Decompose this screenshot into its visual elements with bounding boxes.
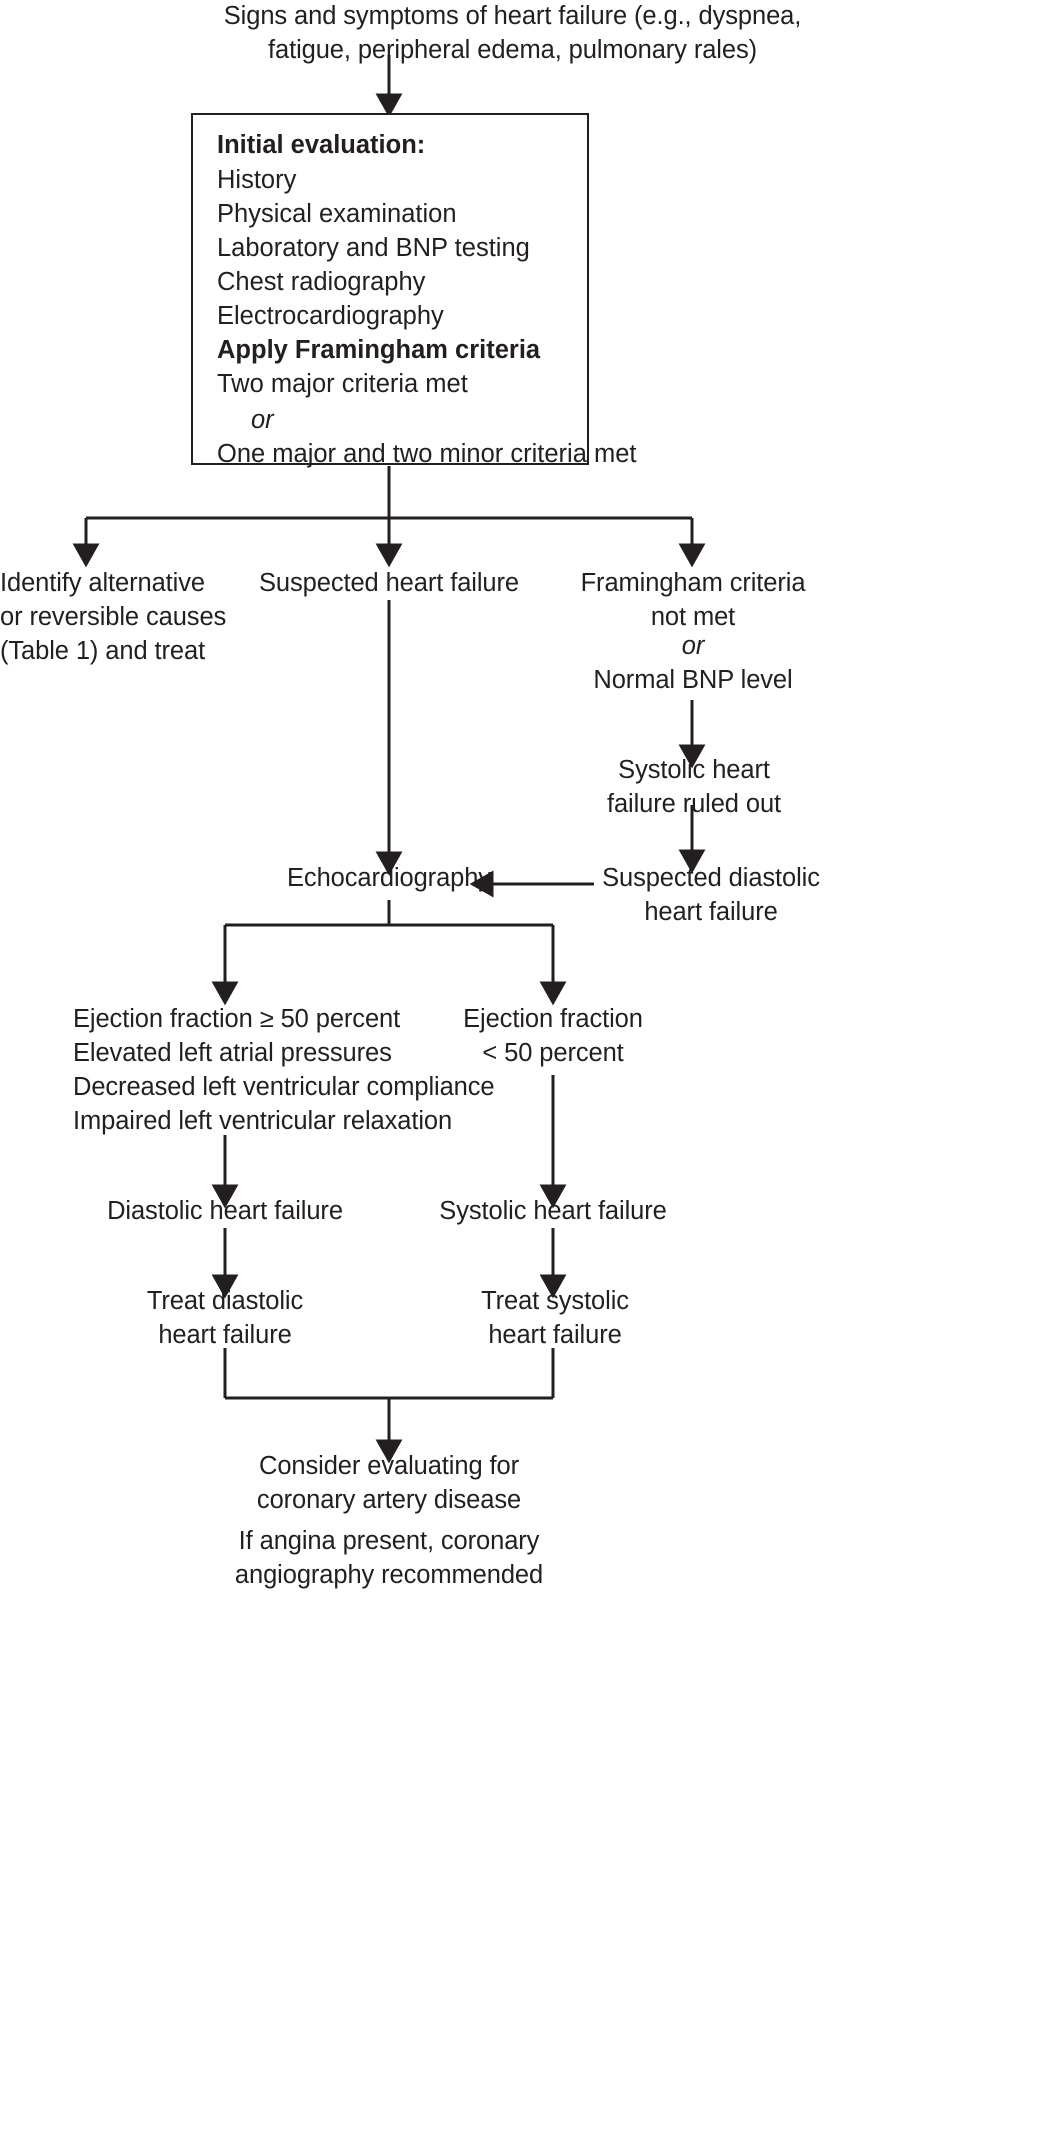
criteria-one-major-two-minor: One major and two minor criteria met xyxy=(217,440,637,468)
criteria-two-major: Two major criteria met xyxy=(217,370,468,398)
systolic-failure-ruled-out: Systolic heart failure ruled out xyxy=(606,756,782,818)
systolic-heart-failure: Systolic heart failure xyxy=(439,1197,667,1225)
framingham-criteria-heading: Apply Framingham criteria xyxy=(217,336,541,364)
final-note-coronary-artery-disease: Consider evaluating for coronary artery … xyxy=(256,1452,522,1514)
evaluation-item-chest-radiography: Chest radiography xyxy=(217,268,426,296)
title-text: Signs and symptoms of heart failure (e.g… xyxy=(223,2,802,64)
initial-evaluation-box: Initial evaluation: History Physical exa… xyxy=(191,113,636,468)
diastolic-heart-failure: Diastolic heart failure xyxy=(107,1197,343,1225)
ejection-fraction-reduced: Ejection fraction < 50 percent xyxy=(463,1005,643,1067)
branch-right-or: or xyxy=(681,632,705,660)
evaluation-item-history: History xyxy=(217,166,297,194)
branch-suspected-heart-failure: Suspected heart failure xyxy=(259,569,519,597)
branch-normal-bnp-level: Normal BNP level xyxy=(593,666,793,694)
treat-systolic-heart-failure: Treat systolic heart failure xyxy=(481,1287,629,1349)
branch-framingham-not-met: Framingham criteria not met xyxy=(580,569,806,631)
treat-diastolic-heart-failure: Treat diastolic heart failure xyxy=(146,1287,304,1349)
branch-identify-alternative-causes: Identify alternative or reversible cause… xyxy=(0,569,227,665)
evaluation-item-laboratory-bnp: Laboratory and BNP testing xyxy=(217,234,530,262)
ejection-fraction-preserved-details: Ejection fraction ≥ 50 percent Elevated … xyxy=(73,1005,495,1135)
evaluation-item-electrocardiography: Electrocardiography xyxy=(217,302,444,330)
final-note-angiography: If angina present, coronary angiography … xyxy=(234,1527,544,1589)
echocardiography: Echocardiography xyxy=(287,864,491,892)
evaluation-heading: Initial evaluation: xyxy=(217,131,426,159)
suspected-diastolic-heart-failure: Suspected diastolic heart failure xyxy=(602,864,820,926)
evaluation-item-physical-examination: Physical examination xyxy=(217,200,457,228)
criteria-or: or xyxy=(251,406,274,434)
